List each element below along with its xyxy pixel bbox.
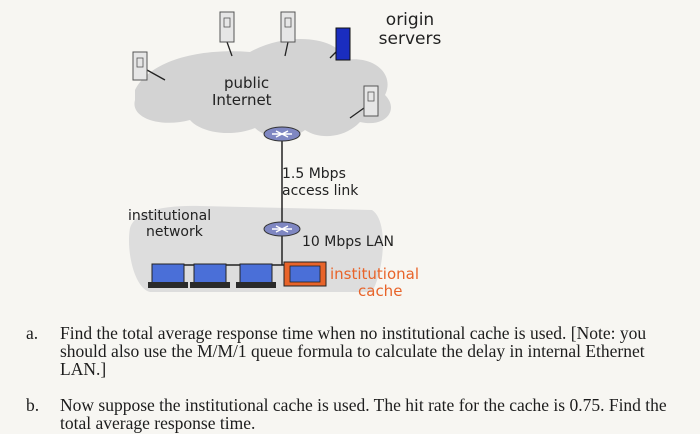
lan-host-3-icon [236, 263, 276, 288]
institutional-router-icon [263, 221, 301, 237]
origin-servers-label: origin servers [378, 10, 442, 49]
origin-server-blue [335, 27, 351, 61]
public-internet-cloud [134, 38, 391, 138]
question-a-text: Find the total average response time whe… [60, 323, 647, 379]
lan-host-2-icon [190, 263, 230, 288]
network-diagram [128, 11, 391, 292]
origin-server-top-1 [219, 11, 235, 43]
origin-server-left [132, 51, 148, 81]
lan-label: 10 Mbps LAN [302, 234, 395, 250]
question-b-text: Now suppose the institutional cache is u… [60, 395, 667, 433]
institutional-network-label: institutional network [128, 208, 212, 240]
origin-server-top-2 [280, 11, 296, 43]
question-a-marker: a. [26, 323, 39, 343]
access-link-label: 1.5 Mbps access link [282, 166, 359, 199]
access-router-icon [263, 126, 301, 142]
lan-host-1-icon [148, 263, 188, 288]
institutional-cache-label: institutional cache [330, 265, 420, 300]
institutional-cache-icon [283, 261, 327, 287]
public-internet-label: public Internet [212, 74, 272, 109]
origin-server-right [363, 85, 379, 117]
question-b-marker: b. [26, 395, 40, 415]
